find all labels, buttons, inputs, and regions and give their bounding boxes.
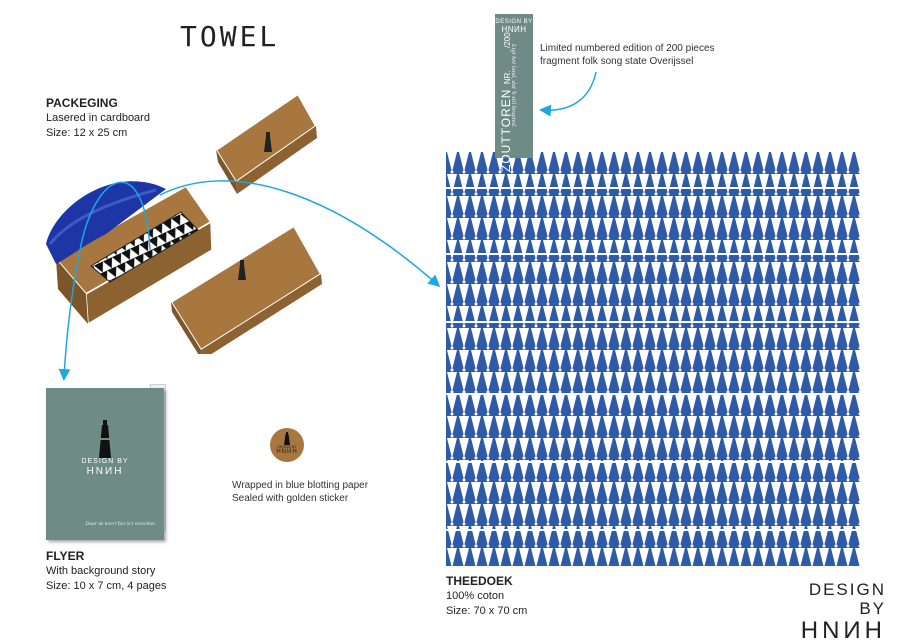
towel-line-2: Size: 70 x 70 cm: [446, 605, 528, 617]
closed-box-top: [214, 94, 318, 194]
arrow-to-tag: [539, 71, 597, 117]
tag-verse: Ligt het land, dat 'k stil bespied.: [510, 44, 517, 128]
tag-brand: DESIGN BY HNИH: [495, 18, 533, 34]
packaging-line-1: Lasered in cardboard: [46, 112, 150, 124]
edition-note-line-2: fragment folk song state Overijssel: [540, 56, 694, 67]
packaging-heading: PACKEGING: [46, 96, 118, 110]
sticker-note: Wrapped in blue blotting paper Sealed wi…: [232, 479, 368, 505]
page-title: TOWEL: [180, 20, 280, 53]
arrow-to-flyer: [58, 181, 151, 381]
tag-brand-top: DESIGN BY: [495, 19, 533, 25]
flyer-line-2: Size: 10 x 7 cm, 4 pages: [46, 580, 167, 592]
flyer-label: FLYER With background story Size: 10 x 7…: [46, 549, 166, 594]
packaging-line-2: Size: 12 x 25 cm: [46, 127, 128, 139]
golden-sticker: DESIGN BY HNИH: [270, 428, 304, 462]
packaging-illustration: [46, 94, 323, 354]
lighthouse-icon: [238, 260, 246, 280]
flyer-line-1: With background story: [46, 565, 156, 577]
brand-line-1: DESIGN BY: [808, 580, 886, 618]
lighthouse-icon: [264, 132, 272, 152]
flyer-brand-bottom: HNИH: [86, 466, 124, 477]
towel-tag: DESIGN BY HNИH ZOUTTOREN NR. /200 Ligt h…: [495, 14, 533, 172]
flyer-quote: Daar de koerr'fan in't verschiet.: [85, 521, 156, 527]
edition-note-line-1: Limited numbered edition of 200 pieces: [540, 43, 715, 54]
brand-logo: DESIGN BY HNИH: [790, 580, 886, 644]
tag-brand-bottom: HNИH: [501, 25, 527, 34]
flyer-brand-top: DESIGN BY: [81, 458, 129, 465]
sticker-note-line-1: Wrapped in blue blotting paper: [232, 480, 369, 491]
closed-box-bottom: [169, 224, 323, 354]
sticker-brand-bottom: HNИH: [276, 449, 298, 455]
packaging-label: PACKEGING Lasered in cardboard Size: 12 …: [46, 96, 150, 141]
towel-line-1: 100% coton: [446, 590, 505, 602]
towel-heading: THEEDOEK: [446, 574, 513, 588]
edition-note: Limited numbered edition of 200 pieces f…: [540, 42, 715, 68]
flyer-cover: DESIGN BY HNИH Daar de koerr'fan in't ve…: [46, 388, 164, 540]
sticker-note-line-2: Sealed with golden sticker: [232, 493, 349, 504]
lighthouse-icon: [99, 420, 111, 458]
arrow-to-towel: [159, 180, 441, 287]
open-box: [46, 181, 213, 326]
lighthouse-icon: [284, 432, 290, 445]
flyer-heading: FLYER: [46, 549, 85, 563]
sticker-brand-top: DESIGN BY: [277, 445, 297, 449]
towel-label: THEEDOEK 100% coton Size: 70 x 70 cm: [446, 574, 527, 619]
brand-line-2: HNИH: [800, 617, 886, 644]
towel-pattern: [446, 152, 860, 566]
